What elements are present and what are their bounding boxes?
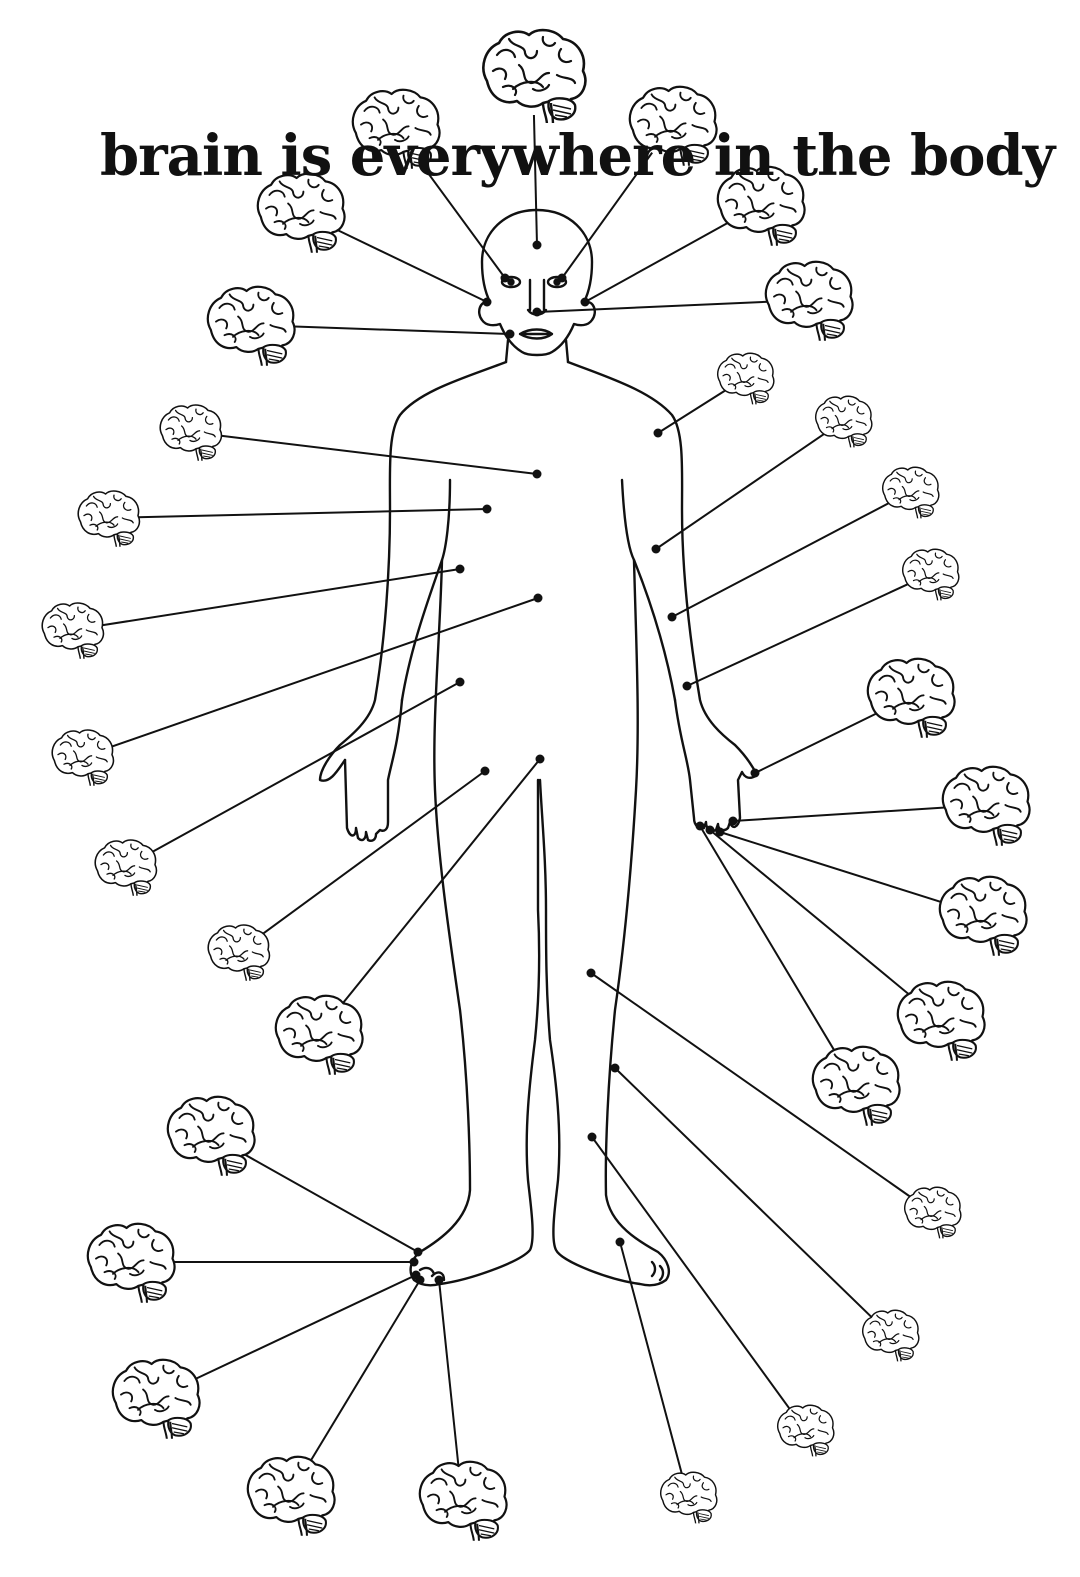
- brain-icon-right-shin: [777, 1404, 835, 1457]
- brain-icon-right-finger-2: [938, 875, 1028, 956]
- brain-icon-right-finger-3: [896, 980, 986, 1061]
- brain-icon-right-thumb: [866, 657, 956, 738]
- leader-line-left-hip: [145, 681, 461, 857]
- leader-line-left-big-toe: [438, 1279, 460, 1467]
- point-dot-right-shin: [587, 1132, 597, 1142]
- brain-icon-left-heel: [166, 1095, 256, 1176]
- leader-line-left-thigh-inner: [256, 770, 486, 939]
- point-dot-left-heel: [413, 1247, 423, 1257]
- point-dot-left-cheek: [482, 297, 492, 307]
- point-dot-right-finger-2: [715, 827, 725, 837]
- brain-icon-forehead: [482, 28, 587, 123]
- leader-line-forehead: [532, 114, 538, 246]
- brain-icon-right-ankle: [660, 1471, 718, 1524]
- leader-line-right-finger-2: [719, 831, 950, 906]
- brain-icon-right-knee: [862, 1309, 920, 1362]
- leader-line-right-cheek: [584, 220, 731, 303]
- brain-icon-mouth: [206, 285, 296, 366]
- leader-line-right-ankle: [619, 1241, 684, 1477]
- leader-line-mouth: [283, 325, 511, 335]
- point-dot-left-ankle: [409, 1257, 419, 1267]
- point-dot-right-cheek: [580, 297, 590, 307]
- point-dot-belly: [533, 593, 543, 603]
- point-dot-left-waist: [455, 564, 465, 574]
- point-dot-left-thigh-inner: [480, 766, 490, 776]
- point-dot-right-eye: [557, 273, 567, 283]
- leader-line-nose: [536, 300, 775, 313]
- leader-line-left-foot-outer: [185, 1274, 417, 1385]
- leader-line-groin: [338, 758, 541, 1009]
- point-dot-right-knee: [610, 1063, 620, 1073]
- brain-icon-left-foot-sole: [246, 1455, 336, 1536]
- brain-icon-right-finger-1: [941, 765, 1031, 846]
- brain-icon-chest: [159, 404, 223, 461]
- point-dot-right-finger-1: [728, 816, 738, 826]
- point-dots: [409, 240, 760, 1285]
- point-dot-left-side: [482, 504, 492, 514]
- leader-line-right-thigh: [590, 972, 915, 1201]
- brain-icon-belly: [51, 729, 115, 786]
- brain-icon-nose: [764, 260, 854, 341]
- point-dot-chest: [532, 469, 542, 479]
- point-dot-groin: [535, 754, 545, 764]
- brain-icon-right-elbow: [882, 466, 940, 519]
- brain-icon-left-big-toe: [418, 1460, 508, 1541]
- leader-line-right-finger-3: [709, 829, 915, 1000]
- point-dot-mouth: [505, 329, 515, 339]
- leader-line-left-cheek: [330, 225, 488, 303]
- point-dot-forehead: [532, 240, 542, 250]
- brain-icon-right-forearm: [902, 548, 960, 601]
- leader-line-right-eye: [561, 152, 653, 279]
- brain-icon-groin: [274, 994, 364, 1075]
- leader-line-right-finger-1: [732, 806, 952, 822]
- point-dot-left-foot-sole: [415, 1275, 425, 1285]
- point-dot-right-thigh: [586, 968, 596, 978]
- leader-line-right-shin: [591, 1136, 793, 1413]
- brain-icon-left-waist: [41, 602, 105, 659]
- point-dot-right-finger-4: [695, 821, 705, 831]
- brain-icon-right-upper-arm: [815, 395, 873, 448]
- leader-line-right-finger-4: [699, 825, 839, 1057]
- point-dot-nose: [532, 307, 542, 317]
- point-dot-left-big-toe: [434, 1275, 444, 1285]
- leader-line-belly: [104, 597, 539, 751]
- leader-line-right-knee: [614, 1067, 875, 1321]
- point-dot-right-elbow: [667, 612, 677, 622]
- leader-line-right-upper-arm: [655, 432, 826, 550]
- point-dot-right-upper-arm: [651, 544, 661, 554]
- brain-icon-left-foot-outer: [111, 1358, 201, 1439]
- diagram-title: brain is everywhere in the body: [100, 123, 1055, 189]
- brain-icon-right-shoulder: [717, 352, 775, 405]
- leader-line-right-forearm: [686, 582, 911, 687]
- leader-line-left-heel: [239, 1150, 419, 1253]
- brain-icon-left-thigh-inner: [207, 924, 271, 981]
- leader-line-chest: [213, 433, 538, 475]
- leader-line-right-thumb: [754, 711, 880, 774]
- brain-icon-left-side: [77, 490, 141, 547]
- brain-icon-left-hip: [94, 839, 158, 896]
- human-body-outline: [318, 208, 759, 1287]
- leader-line-right-shoulder: [657, 388, 727, 434]
- brain-icons: [41, 28, 1031, 1541]
- point-dot-right-thumb: [750, 768, 760, 778]
- leader-line-left-eye: [414, 154, 506, 279]
- leader-line-left-side: [131, 508, 488, 519]
- point-dot-right-shoulder: [653, 428, 663, 438]
- brain-icon-right-finger-4: [811, 1045, 901, 1126]
- point-dot-left-eye: [500, 273, 510, 283]
- point-dot-left-hip: [455, 677, 465, 687]
- brain-icon-left-ankle: [86, 1222, 176, 1303]
- leader-line-left-foot-sole: [306, 1279, 421, 1467]
- point-dot-right-forearm: [682, 681, 692, 691]
- point-dot-right-finger-3: [705, 825, 715, 835]
- leader-lines: [95, 114, 952, 1477]
- brain-icon-right-thigh: [904, 1186, 962, 1239]
- leader-line-left-waist: [95, 568, 461, 628]
- leader-line-right-elbow: [671, 501, 891, 618]
- point-dot-right-ankle: [615, 1237, 625, 1247]
